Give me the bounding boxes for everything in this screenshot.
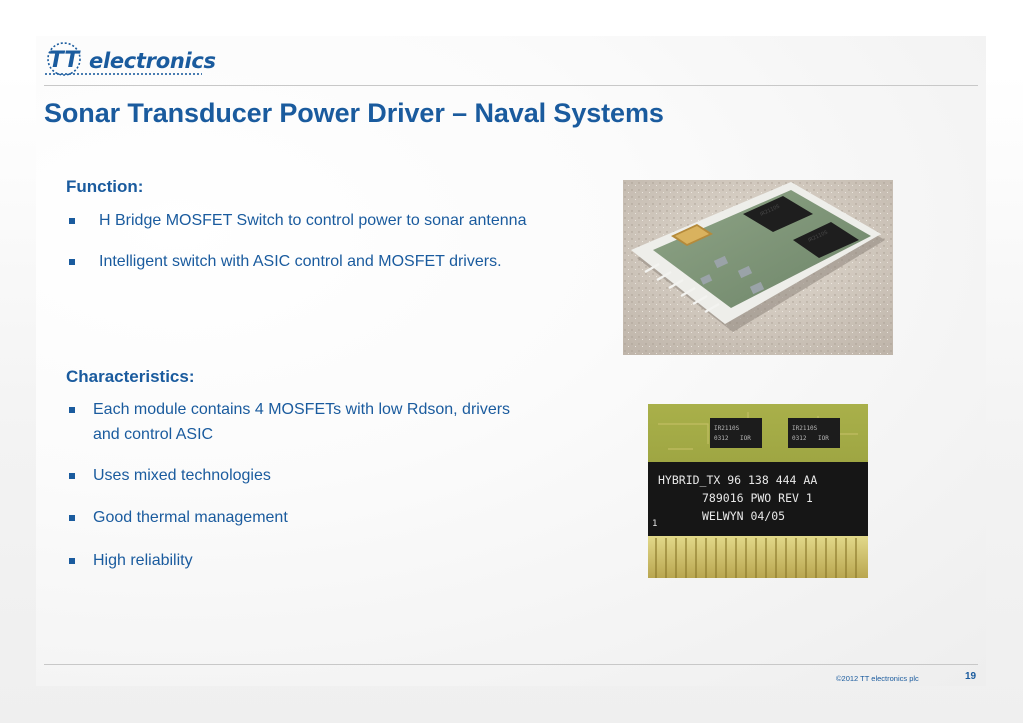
logo-wordmark: electronics [89, 49, 216, 73]
header-divider [44, 85, 978, 86]
chip-part-number: IR2110S [714, 425, 740, 432]
circuit-module-photo: IR2110S IR2110S [623, 180, 893, 355]
company-logo: TT electronics [44, 40, 216, 80]
characteristics-item: Uses mixed technologies [66, 463, 536, 488]
function-list: H Bridge MOSFET Switch to control power … [66, 208, 536, 274]
characteristics-item: Good thermal management [66, 505, 536, 530]
module-label-line: 789016 PWO REV 1 [702, 491, 813, 505]
characteristics-item: High reliability [66, 548, 536, 573]
chip-part-number: IR2110S [792, 425, 818, 432]
slide-title: Sonar Transducer Power Driver – Naval Sy… [44, 98, 664, 128]
slide-background [36, 36, 986, 686]
logo-mark-text: TT [49, 48, 82, 73]
footer-divider [44, 664, 978, 665]
function-heading: Function: [66, 177, 144, 196]
chip-date-code: 0312 [714, 435, 729, 442]
logo-dotted-underline [44, 73, 202, 75]
tt-logo-icon: TT [44, 40, 88, 80]
chip-maker: IOR [740, 435, 751, 442]
chip-date-code: 0312 [792, 435, 807, 442]
module-label-line: WELWYN 04/05 [702, 509, 785, 523]
characteristics-item: Each module contains 4 MOSFETs with low … [66, 397, 536, 447]
module-label-line: HYBRID_TX 96 138 444 AA [658, 473, 817, 487]
function-item: Intelligent switch with ASIC control and… [66, 249, 536, 274]
pin-one-mark: 1 [652, 519, 657, 529]
function-item: H Bridge MOSFET Switch to control power … [66, 208, 536, 233]
characteristics-list: Each module contains 4 MOSFETs with low … [66, 397, 536, 573]
page-number: 19 [965, 671, 977, 682]
hybrid-module-photo: IR2110S 0312 IOR IR2110S 0312 IOR HYBRID… [648, 404, 868, 578]
characteristics-heading: Characteristics: [66, 367, 195, 386]
copyright-text: ©2012 TT electronics plc [836, 674, 919, 683]
chip-maker: IOR [818, 435, 829, 442]
